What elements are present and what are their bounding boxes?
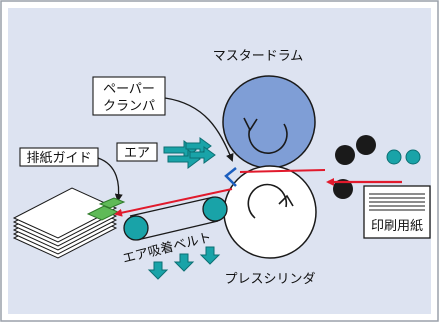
printing-paper-label: 印刷用紙 <box>371 219 423 234</box>
output-paper-stack <box>12 187 126 259</box>
paper-clamper-callout: ペーパー クランパ <box>92 76 234 162</box>
discharge-guide-pointer <box>97 157 123 202</box>
discharge-guide-label: 排紙ガイド <box>26 151 91 166</box>
feed-roller <box>335 145 355 165</box>
discharge-guide-piece <box>98 197 126 209</box>
paper-clamper-label-line2: クランパ <box>103 99 155 114</box>
air-suction-belt <box>123 196 228 241</box>
press-cylinder-label: プレスシリンダ <box>224 272 315 287</box>
feed-roller <box>333 179 353 199</box>
belt-pulley <box>123 215 149 241</box>
master-drum <box>222 75 316 169</box>
rotate-clockwise-icon <box>243 117 288 154</box>
air-label: エア <box>124 146 150 161</box>
press-cylinder <box>223 165 317 259</box>
paper-guide <box>224 167 237 187</box>
paper-clamper-label-line1: ペーパー <box>103 82 155 97</box>
master-drum-label: マスタードラム <box>213 49 304 64</box>
discharge-guide-callout: 排紙ガイド <box>19 147 123 202</box>
printing-paper: 印刷用紙 <box>363 185 431 239</box>
paper-clamper-pointer <box>164 97 234 162</box>
belt-pulley <box>202 196 228 222</box>
air-jets <box>163 137 216 169</box>
feed-roller <box>386 149 402 165</box>
paper-exit-arrow <box>114 188 233 217</box>
arrow-down-icon <box>147 246 221 280</box>
feed-roller <box>405 149 421 165</box>
feed-rollers <box>333 135 421 199</box>
rotate-counterclockwise-icon <box>247 183 294 219</box>
feed-roller <box>356 135 376 155</box>
air-callout: エア <box>116 142 158 162</box>
feed-line <box>239 169 326 173</box>
